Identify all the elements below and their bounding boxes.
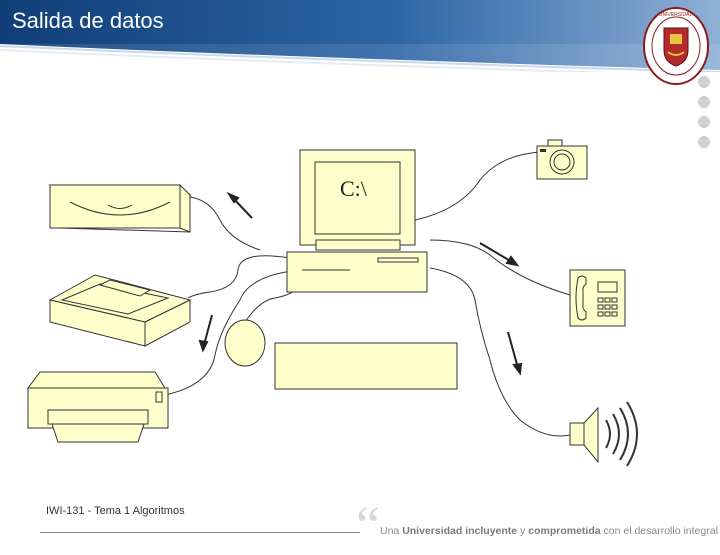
cpu-box (286, 251, 428, 293)
output-devices-diagram: C:\ (27, 139, 638, 467)
course-label: IWI-131 - Tema 1 Algoritmos (46, 505, 185, 517)
decorative-dots (698, 76, 710, 148)
printer-icon (27, 371, 169, 443)
university-slogan: Una Universidad incluyente y comprometid… (380, 525, 718, 537)
header-band: Salida de datos (0, 0, 720, 72)
slogan-suffix: con el desarrollo integral (600, 525, 718, 537)
slogan-mid: y (517, 525, 529, 537)
camera-icon (536, 139, 588, 180)
slogan-prefix: Una (380, 525, 403, 537)
svg-text:UNIVERSIDAD: UNIVERSIDAD (659, 12, 694, 18)
page-title: Salida de datos (12, 8, 164, 33)
direction-arrows (198, 191, 523, 376)
slogan-bold-1: Universidad incluyente (402, 525, 518, 537)
screen-text: C:\ (340, 176, 368, 201)
computer-icon (286, 149, 428, 293)
header-background (0, 0, 720, 72)
disk-drive-icon (48, 183, 192, 233)
quote-mark-icon: “ (356, 495, 380, 555)
scanner-icon (48, 274, 192, 347)
mouse-icon (224, 319, 266, 367)
university-seal-icon: UNIVERSIDAD (643, 7, 709, 85)
slogan-bold-2: comprometida (528, 525, 601, 537)
telephone-icon (569, 269, 626, 327)
connection-cables (164, 151, 571, 437)
footer-divider (40, 532, 360, 533)
keyboard-icon (274, 342, 458, 390)
speaker-icon (569, 401, 638, 467)
